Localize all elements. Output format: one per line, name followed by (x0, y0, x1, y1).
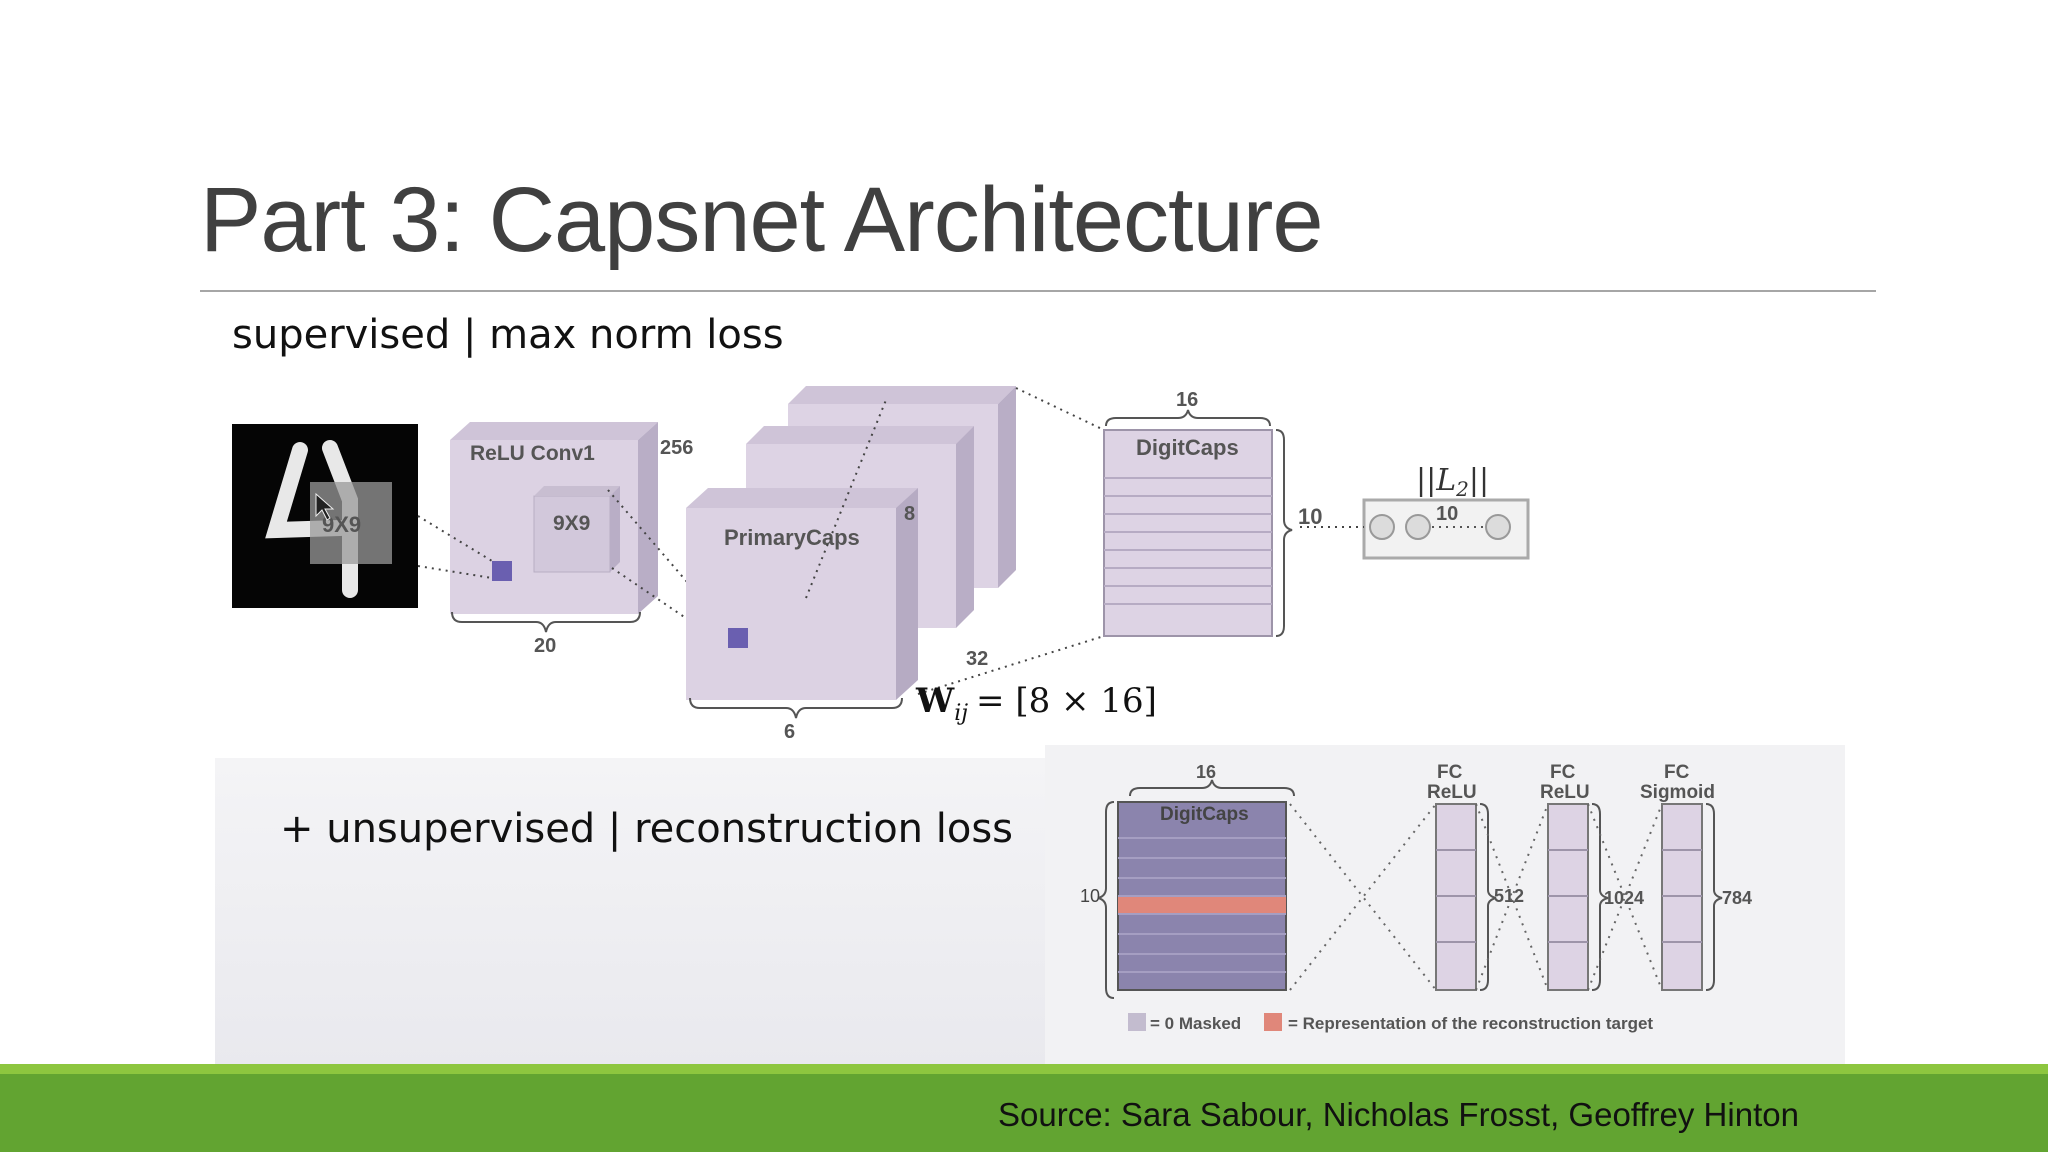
primarycaps-front-slab: PrimaryCaps (686, 488, 918, 700)
fc3-size: 784 (1722, 888, 1752, 908)
conv1-label: ReLU Conv1 (470, 442, 595, 465)
fc1-line2: ReLU (1427, 782, 1477, 803)
conv1-kernel-box (533, 495, 611, 573)
fc1-line1: FC (1437, 762, 1463, 783)
source-citation: Source: Sara Sabour, Nicholas Frosst, Ge… (998, 1096, 1799, 1133)
fc2-size: 1024 (1604, 888, 1644, 908)
primarycaps-width: 6 (784, 721, 795, 743)
digitcaps-label: DigitCaps (1136, 435, 1239, 460)
primarycaps-stack: PrimaryCaps 8 32 6 (686, 386, 1016, 743)
title-divider (200, 290, 1876, 292)
digitcaps-height: 10 (1298, 504, 1322, 529)
fc2-line1: FC (1550, 762, 1576, 783)
legend-masked: = 0 Masked (1150, 1014, 1241, 1033)
fc3-line2: Sigmoid (1640, 782, 1715, 803)
primarycaps-label: PrimaryCaps (724, 525, 860, 550)
norm-node (1485, 514, 1511, 540)
legend-target-swatch (1264, 1013, 1282, 1031)
recon-width: 16 (1196, 762, 1216, 782)
cursor-icon (315, 492, 335, 521)
fc3-line1: FC (1664, 762, 1690, 783)
conv1-block: ReLU Conv1 9X9 256 20 (450, 422, 693, 657)
norm-output: ||L2|| 10 (1362, 463, 1530, 560)
recon-network: 16 DigitCaps 10 FC ReLU 512 FC Re (1080, 762, 1752, 1033)
slide-title: Part 3: Capsnet Architecture (200, 169, 1324, 271)
footer-accent-bar (0, 1064, 2048, 1074)
input-receptive-field (310, 482, 392, 564)
conv1-width: 20 (534, 635, 556, 657)
weight-formula: Wij= [8 × 16] (915, 681, 1157, 726)
norm-count: 10 (1436, 503, 1458, 525)
conv1-unit (492, 561, 512, 581)
fc1-size: 512 (1494, 886, 1524, 906)
legend-target: = Representation of the reconstruction t… (1288, 1014, 1653, 1033)
norm-node (1405, 514, 1431, 540)
recon-target-row (1118, 896, 1286, 914)
digitcaps-block: 16 DigitCaps 10 (1103, 389, 1322, 637)
footer-bar (0, 1074, 2048, 1152)
primarycaps-count: 32 (966, 648, 988, 670)
supervised-heading: supervised | max norm loss (232, 312, 784, 358)
unsupervised-heading: + unsupervised | reconstruction loss (280, 806, 1013, 852)
norm-node (1369, 514, 1395, 540)
primarycaps-dim: 8 (904, 503, 915, 525)
recon-digitcaps-label: DigitCaps (1160, 804, 1249, 825)
recon-digitcaps-rows (1118, 837, 1286, 973)
norm-label: ||L2|| (1416, 463, 1489, 501)
conv1-kernel-label: 9X9 (553, 512, 590, 535)
input-image: 9X9 (232, 424, 418, 608)
primarycaps-unit (728, 628, 748, 648)
fc2-line2: ReLU (1540, 782, 1590, 803)
digitcaps-rows (1104, 477, 1272, 605)
digitcaps-width: 16 (1176, 389, 1198, 411)
legend-masked-swatch (1128, 1013, 1146, 1031)
conv1-depth: 256 (660, 437, 693, 459)
recon-height: 10 (1080, 886, 1100, 906)
